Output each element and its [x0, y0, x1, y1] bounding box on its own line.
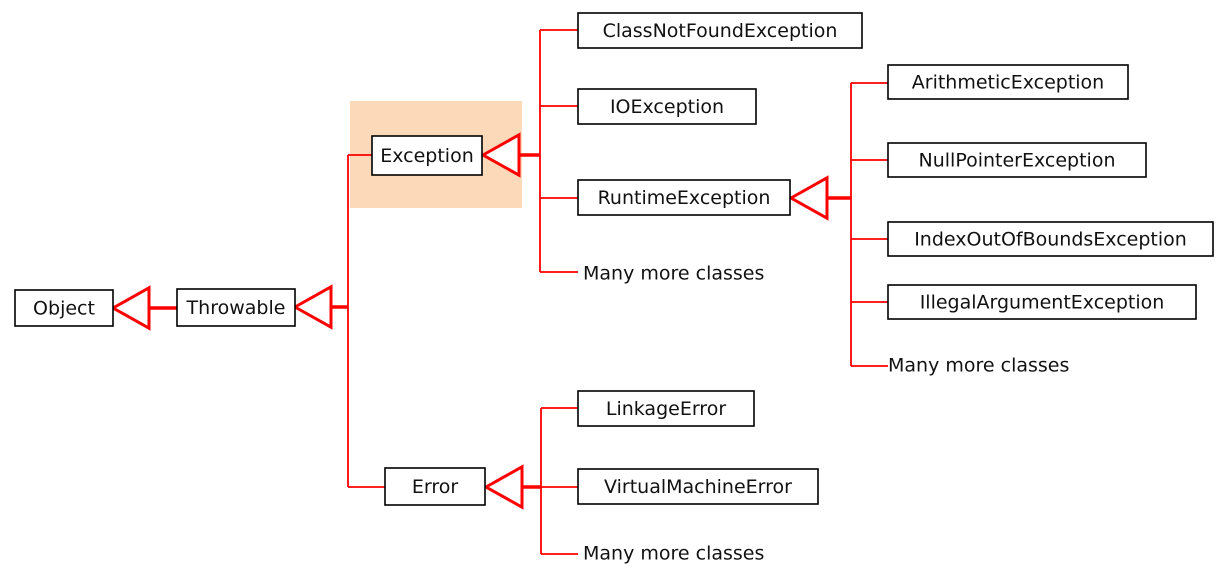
class-node-linkage-error[interactable]: LinkageError — [577, 390, 755, 427]
class-node-error-many-more[interactable]: Many more classes — [583, 543, 764, 565]
class-box-linkage-error[interactable] — [577, 390, 755, 427]
arrow-to-error-head — [482, 464, 524, 510]
class-box-runtime-exception[interactable] — [577, 179, 791, 216]
class-node-null-pointer-exception[interactable]: NullPointerException — [887, 142, 1147, 178]
arrow-to-exception-head — [479, 132, 521, 178]
class-box-index-out-of-bounds[interactable] — [887, 221, 1214, 257]
class-label-null-pointer-exception: NullPointerException — [919, 150, 1116, 172]
class-box-object[interactable] — [14, 289, 114, 327]
class-box-io-exception[interactable] — [577, 88, 757, 125]
plain-label-exception-many-more: Many more classes — [583, 263, 764, 285]
class-label-linkage-error: LinkageError — [606, 398, 726, 420]
edges-layer — [347, 29, 888, 555]
class-label-object: Object — [33, 298, 95, 320]
class-node-arithmetic-exception[interactable]: ArithmeticException — [887, 64, 1129, 100]
class-label-index-out-of-bounds: IndexOutOfBoundsException — [914, 229, 1187, 251]
class-node-throwable[interactable]: Throwable — [176, 288, 296, 327]
class-node-object[interactable]: Object — [14, 289, 114, 327]
class-node-exception[interactable]: Exception — [371, 135, 483, 176]
class-label-arithmetic-exception: ArithmeticException — [912, 72, 1104, 94]
class-box-null-pointer-exception[interactable] — [887, 142, 1147, 178]
arrow-to-throwable-head — [291, 284, 333, 330]
class-label-class-not-found-exception: ClassNotFoundException — [603, 20, 838, 42]
inheritance-arrows-layer — [109, 132, 851, 510]
class-node-error[interactable]: Error — [384, 467, 486, 506]
class-box-throwable[interactable] — [176, 288, 296, 327]
class-label-throwable: Throwable — [186, 297, 286, 319]
class-label-error: Error — [412, 476, 459, 498]
class-box-class-not-found-exception[interactable] — [577, 12, 863, 49]
class-label-runtime-exception: RuntimeException — [598, 187, 771, 209]
class-node-io-exception[interactable]: IOException — [577, 88, 757, 125]
class-node-virtual-machine-error[interactable]: VirtualMachineError — [577, 468, 819, 505]
class-box-arithmetic-exception[interactable] — [887, 64, 1129, 100]
class-node-runtime-many-more[interactable]: Many more classes — [888, 355, 1069, 377]
class-box-virtual-machine-error[interactable] — [577, 468, 819, 505]
class-label-exception: Exception — [380, 145, 474, 167]
plain-label-error-many-more: Many more classes — [583, 543, 764, 565]
class-label-illegal-argument: IllegalArgumentException — [920, 292, 1165, 314]
class-node-illegal-argument[interactable]: IllegalArgumentException — [887, 284, 1197, 320]
class-box-exception[interactable] — [371, 135, 483, 176]
class-label-virtual-machine-error: VirtualMachineError — [604, 476, 792, 498]
plain-label-runtime-many-more: Many more classes — [888, 355, 1069, 377]
class-box-illegal-argument[interactable] — [887, 284, 1197, 320]
class-node-runtime-exception[interactable]: RuntimeException — [577, 179, 791, 216]
arrow-to-runtime-head — [787, 175, 829, 221]
arrow-to-object-head — [109, 285, 151, 331]
class-node-exception-many-more[interactable]: Many more classes — [583, 263, 764, 285]
class-label-io-exception: IOException — [610, 96, 724, 118]
class-box-error[interactable] — [384, 467, 486, 506]
class-node-class-not-found-exception[interactable]: ClassNotFoundException — [577, 12, 863, 49]
class-node-index-out-of-bounds[interactable]: IndexOutOfBoundsException — [887, 221, 1214, 257]
